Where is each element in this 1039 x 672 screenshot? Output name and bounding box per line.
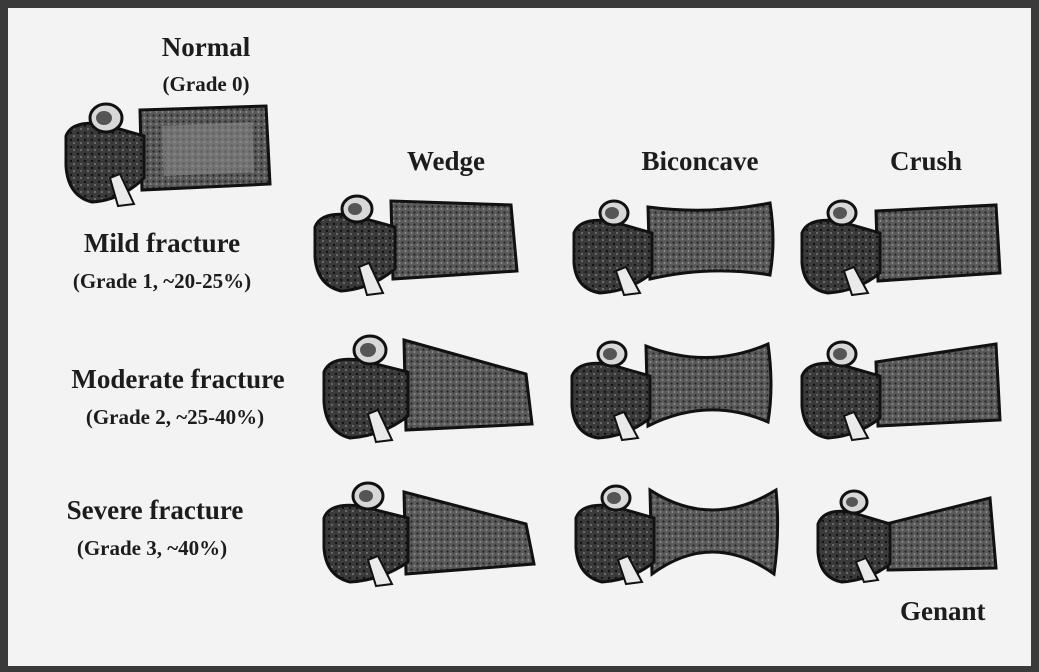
wedge-mild-vertebra-illustration (311, 187, 525, 297)
biconcave-mild-vertebra-illustration (570, 193, 780, 298)
normal-title: Normal (162, 34, 250, 61)
biconcave-severe-vertebra-illustration (572, 478, 784, 586)
normal-grade: (Grade 0) (163, 74, 250, 95)
crush-moderate-vertebra-illustration (798, 334, 1008, 442)
row-grade-mild: (Grade 1, ~20-25%) (73, 271, 251, 292)
biconcave-moderate-vertebra-illustration (568, 334, 778, 442)
row-grade-moderate: (Grade 2, ~25-40%) (86, 407, 264, 428)
normal-vertebra-illustration (62, 96, 276, 211)
crush-severe-vertebra-illustration (814, 484, 1004, 584)
row-title-moderate: Moderate fracture (71, 366, 284, 393)
crush-mild-vertebra-illustration (798, 193, 1008, 298)
row-grade-severe: (Grade 3, ~40%) (77, 538, 227, 559)
wedge-severe-vertebra-illustration (320, 478, 540, 588)
credit-label: Genant (900, 598, 986, 625)
wedge-moderate-vertebra-illustration (320, 330, 538, 445)
column-header-biconcave: Biconcave (642, 148, 759, 175)
column-header-wedge: Wedge (407, 148, 485, 175)
row-title-mild: Mild fracture (84, 230, 240, 257)
row-title-severe: Severe fracture (67, 497, 244, 524)
column-header-crush: Crush (890, 148, 962, 175)
